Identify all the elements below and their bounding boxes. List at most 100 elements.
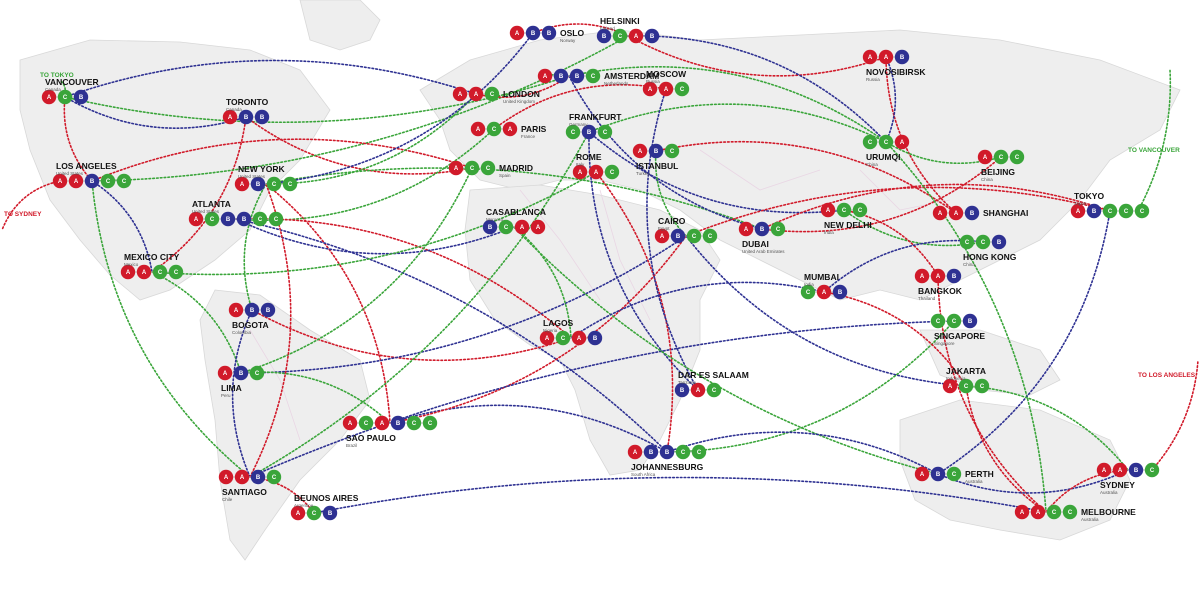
city-name: LAGOS <box>543 318 574 328</box>
station-node-letter: A <box>194 217 199 223</box>
route-newyork-saopaulo <box>265 183 391 424</box>
country-name: Canada <box>45 87 61 92</box>
route-mexicocity-rome <box>151 171 597 276</box>
station-node-letter: C <box>492 127 497 133</box>
station-node <box>690 382 706 398</box>
station-node <box>675 444 691 460</box>
station-node <box>530 219 546 235</box>
station-node-letter: B <box>968 319 973 325</box>
route-helsinki-urumqi <box>627 35 887 143</box>
landmass-shape <box>299 0 381 51</box>
station-node-letter: A <box>634 34 639 40</box>
city-name: CASABLANCA <box>486 207 546 217</box>
station-node-letter: C <box>952 319 957 325</box>
station-node <box>932 205 948 221</box>
route-urumqi-melbourne <box>885 141 1047 513</box>
country-name: France <box>521 134 536 139</box>
station-node-letter: C <box>868 140 873 146</box>
city-name: SHANGHAI <box>983 208 1028 218</box>
station-node-letter: B <box>90 179 95 185</box>
station-node <box>250 176 266 192</box>
station-node-letter: C <box>936 319 941 325</box>
route-jakarta-melbourne <box>965 385 1047 513</box>
country-name: Russia <box>866 77 880 82</box>
station-node <box>509 25 525 41</box>
station-node <box>770 221 786 237</box>
city-name: URUMQI <box>866 152 900 162</box>
station-node-letter: C <box>470 166 475 172</box>
landmass-shape <box>899 399 1131 541</box>
station-node-letter: C <box>964 384 969 390</box>
station-node <box>930 313 946 329</box>
country-name: Mexico <box>124 262 139 267</box>
station-node-letter: C <box>255 371 260 377</box>
station-node <box>57 89 73 105</box>
station-node-letter: C <box>980 384 985 390</box>
station-node-letter: A <box>633 450 638 456</box>
station-node-letter: A <box>224 475 229 481</box>
station-node <box>1096 462 1112 478</box>
route-atlanta-casablanca <box>235 218 515 255</box>
country-name: Australia <box>965 479 983 484</box>
station-node <box>322 505 338 521</box>
station-node <box>486 121 502 137</box>
edge-label-to-tokyo: TO TOKYO <box>40 72 74 79</box>
city-name: OSLO <box>560 28 584 38</box>
station-node-letter: A <box>476 127 481 133</box>
station-node-letter: C <box>486 166 491 172</box>
city-name: LONDON <box>503 89 540 99</box>
station-node-letter: A <box>884 55 889 61</box>
station-node-letter: C <box>106 179 111 185</box>
station-node <box>254 109 270 125</box>
station-node-letter: A <box>936 274 941 280</box>
station-node <box>642 81 658 97</box>
station-node-letter: A <box>1020 510 1025 516</box>
station-node <box>754 221 770 237</box>
station-node-letter: A <box>520 225 525 231</box>
country-name: United Arab Emirates <box>742 249 785 254</box>
country-name: Norway <box>560 38 576 43</box>
city-name: BEIJING <box>981 167 1015 177</box>
station-node <box>852 202 868 218</box>
city-name: SANTIAGO <box>222 487 267 497</box>
station-node-letter: B <box>226 217 231 223</box>
station-node <box>1046 504 1062 520</box>
station-node-letter: C <box>272 182 277 188</box>
station-node-letter: A <box>948 384 953 390</box>
country-name: Turkey <box>636 171 650 176</box>
city-name: FRANKFURT <box>569 112 622 122</box>
station-node-letter: B <box>587 130 592 136</box>
station-node <box>220 211 236 227</box>
station-node-letter: A <box>744 227 749 233</box>
station-node-letter: C <box>1140 209 1145 215</box>
station-node <box>878 134 894 150</box>
station-node <box>116 173 132 189</box>
station-node-letter: B <box>547 31 552 37</box>
station-node <box>541 25 557 41</box>
station-node <box>1030 504 1046 520</box>
city-name: HELSINKI <box>600 16 640 26</box>
station-node-letter: B <box>593 336 598 342</box>
route-toronto-mexicocity <box>151 116 247 273</box>
station-node <box>218 469 234 485</box>
route-istanbul-cairo <box>654 150 687 237</box>
station-node-letter: A <box>142 270 147 276</box>
station-node <box>816 284 832 300</box>
station-node-letter: A <box>543 74 548 80</box>
station-node <box>1118 203 1134 219</box>
station-node <box>502 121 518 137</box>
station-node <box>975 234 991 250</box>
station-node-letter: C <box>603 130 608 136</box>
station-node <box>152 264 168 280</box>
station-node-letter: B <box>531 31 536 37</box>
world-landmass <box>19 0 1181 561</box>
